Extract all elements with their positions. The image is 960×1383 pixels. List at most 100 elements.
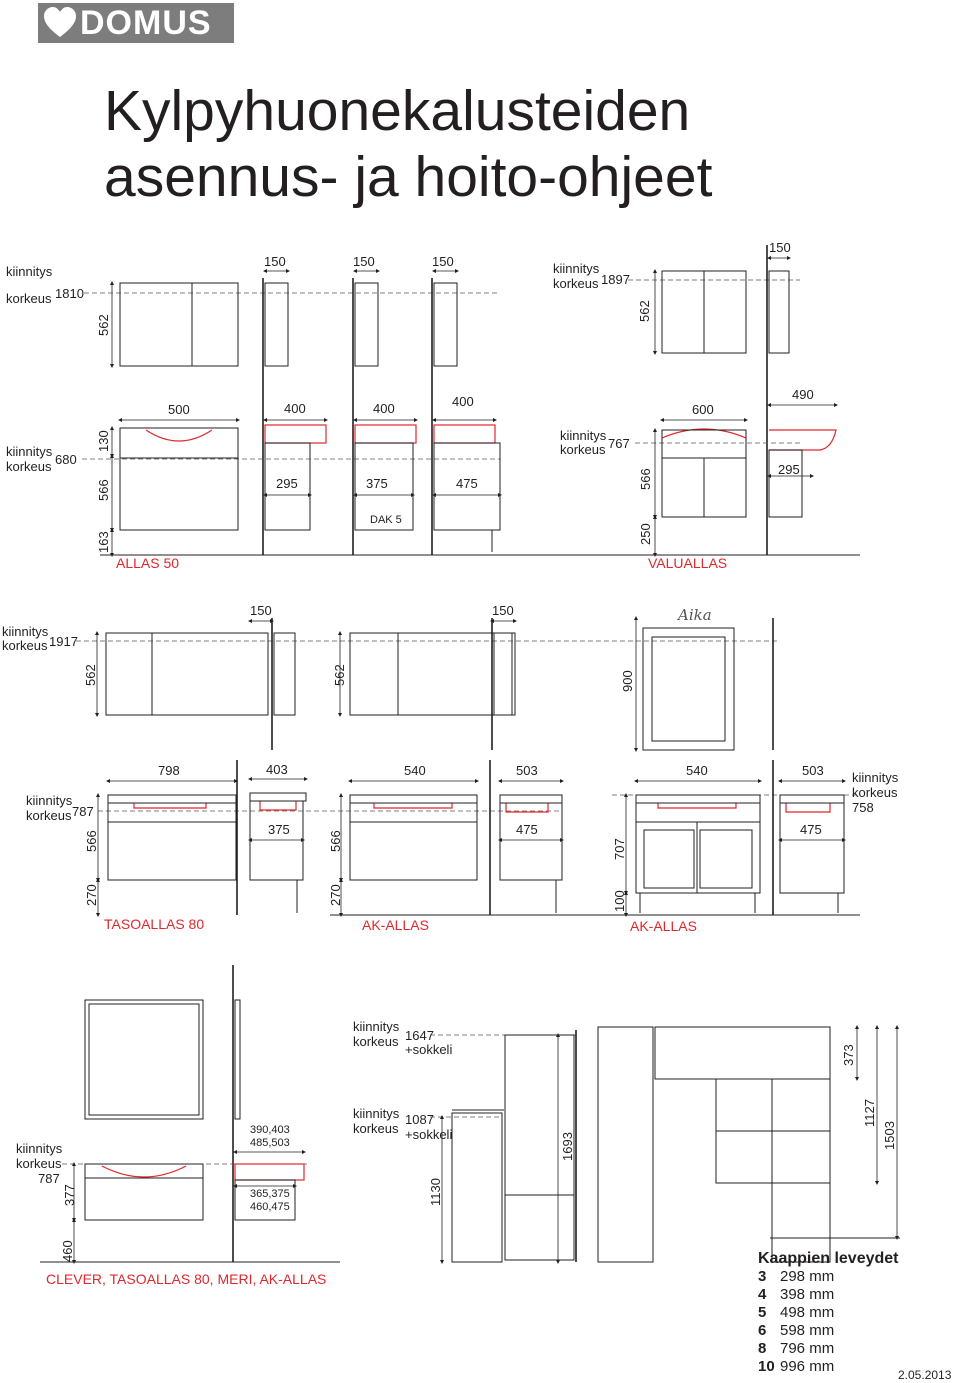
cabinet-height: 566 [328,830,343,852]
depth-value: 150 [492,603,514,618]
product-name: AK-ALLAS [362,917,429,933]
title-line-1: Kylpyhuonekalusteiden [104,79,691,143]
depth-value: 475 [456,476,478,491]
section-tasoallas-akallas: kiinnitys korkeus 787 566 270 798 403 37… [26,760,899,934]
legend-row: 10 996 mm [758,1358,899,1376]
legend-size: 3 [758,1268,767,1285]
section-wall-cabinets: kiinnitys korkeus 1810 562 150 150 150 k… [6,240,800,555]
upper-height: 1127 [862,1099,877,1127]
product-name: VALUALLAS [648,555,727,571]
width-values: 485,503 [250,1137,290,1149]
height-value: 787 [38,1171,60,1186]
aika-mirror [642,627,735,751]
width-value: 400 [284,401,306,416]
depth-values: 460,475 [250,1201,290,1213]
section-mirrors: kiinnitys korkeus 1917 562 150 562 150 9… [2,603,780,752]
product-name: AK-ALLAS [630,918,697,934]
cabinet-height: 562 [96,314,111,336]
legend-width: 996 mm [780,1358,835,1375]
cabinet-height: 562 [332,664,347,686]
tall-cabinet [504,1034,575,1261]
height-value: 1917 [49,634,78,649]
cabinet-height: 566 [84,830,99,852]
depth-value: 150 [264,254,286,269]
width-value: 798 [158,763,180,778]
dak-label: DAK 5 [370,514,402,526]
korkeus-label: korkeus [852,785,898,800]
cabinet-height: 707 [612,838,627,860]
legend-row: 8 796 mm [758,1340,899,1358]
ak-allas-door-cabinet [635,802,761,894]
korkeus-label: korkeus [26,808,72,823]
legend-width: 398 mm [780,1286,835,1303]
kiinnitys-label: kiinnitys [852,770,899,785]
korkeus-label: korkeus [353,1121,399,1136]
korkeus-label: korkeus [560,442,606,457]
depth-values: 365,375 [250,1188,290,1200]
sokkeli-label: +sokkeli [405,1042,452,1057]
legend-size: 6 [758,1322,767,1339]
width-values: 390,403 [250,1124,290,1136]
depth-value: 475 [516,822,538,837]
kiinnitys-label: kiinnitys [353,1106,400,1121]
width-value: 503 [516,763,538,778]
kiinnitys-label: kiinnitys [353,1019,400,1034]
cabinet-height: 377 [62,1184,77,1206]
cabinet-height: 566 [96,479,111,501]
kiinnitys-label: kiinnitys [26,793,73,808]
korkeus-label: korkeus [6,291,52,306]
legend-size: 5 [758,1304,767,1321]
legend-title: Kaappien leveydet [758,1250,899,1267]
height-value: 680 [55,452,77,467]
allas-50-cabinet [119,457,239,531]
korkeus-label: korkeus [2,638,48,653]
korkeus-label: korkeus [553,276,599,291]
legend-width: 298 mm [780,1268,835,1285]
height-value: 787 [72,804,94,819]
depth-value: 375 [366,476,388,491]
clever-mirror [84,999,204,1120]
height-value: 758 [852,800,874,815]
cabinet-height: 566 [638,468,653,490]
depth-value: 150 [250,603,272,618]
floor-gap: 163 [96,531,111,553]
tall-side-cabinet [597,1026,654,1263]
product-name: CLEVER, TASOALLAS 80, MERI, AK-ALLAS [46,1271,326,1287]
top-height: 373 [841,1044,856,1066]
mirror-cabinet [119,282,239,367]
floor-gap: 270 [84,884,99,906]
width-value: 540 [404,763,426,778]
sokkeli-label: +sokkeli [405,1127,452,1142]
product-name: ALLAS 50 [116,555,179,571]
tall-height: 1693 [560,1132,575,1161]
basin-height: 130 [96,430,111,452]
korkeus-label: korkeus [6,459,52,474]
domus-logo: DOMUS [38,3,234,43]
width-value: 403 [266,762,288,777]
title-line-2: asennus- ja hoito-ohjeet [104,145,713,209]
kiinnitys-label: kiinnitys [2,624,49,639]
legend-size: 8 [758,1340,767,1357]
korkeus-label: korkeus [353,1034,399,1049]
width-value: 540 [686,763,708,778]
kiinnitys-label: kiinnitys [6,444,53,459]
ak-allas-cabinet [349,802,478,881]
floor-gap: 250 [638,523,653,545]
legend-row: 3 298 mm [758,1268,899,1286]
cabinet-height: 562 [637,300,652,322]
mirror-name: Aika [676,606,712,624]
document-date: 2.05.2013 [898,1368,952,1382]
section-allas-valuallas: kiinnitys korkeus 680 130 566 163 500 40… [6,387,860,571]
legend-size: 10 [758,1358,775,1375]
height-value: 1087 [405,1112,434,1127]
kiinnitys-label: kiinnitys [6,264,53,279]
legend-width: 796 mm [780,1340,835,1357]
height-value: 1810 [55,286,84,301]
height-value: 1897 [601,272,630,287]
depth-value: 150 [432,254,454,269]
width-value: 500 [168,402,190,417]
legend-size: 4 [758,1286,767,1303]
product-name: TASOALLAS 80 [104,916,204,932]
